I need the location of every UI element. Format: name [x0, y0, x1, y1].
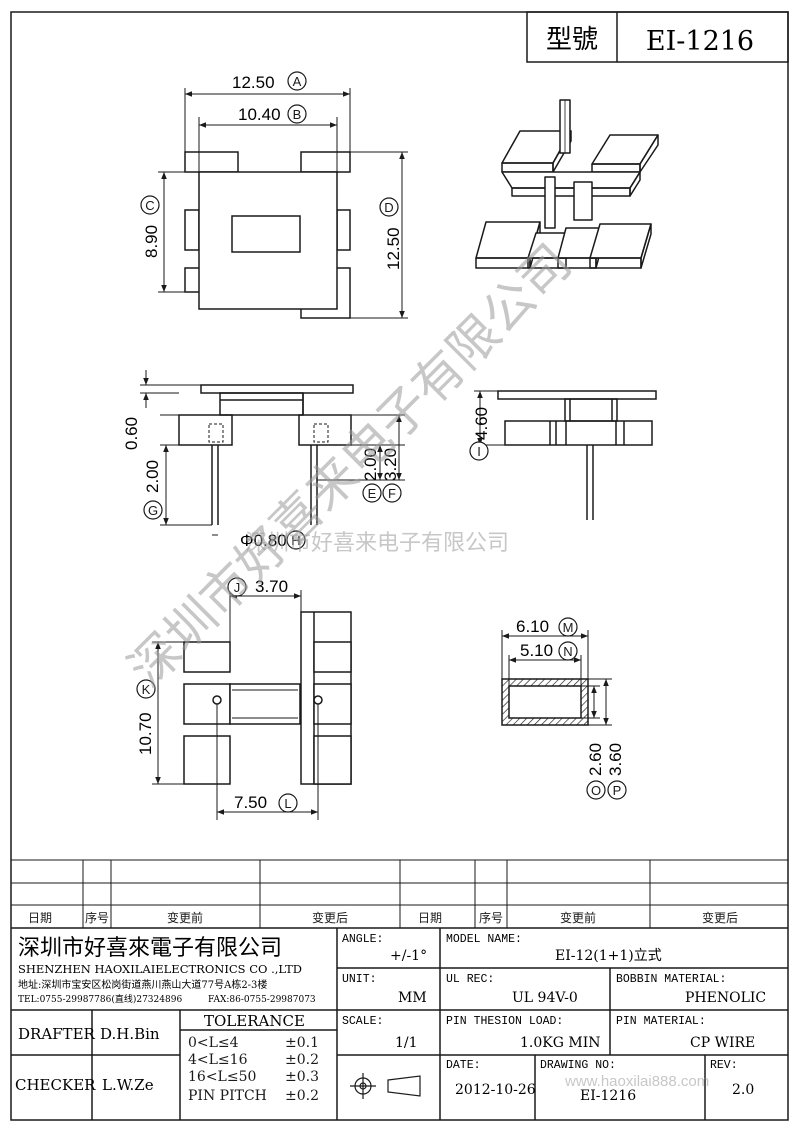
marker-g: G — [148, 503, 158, 518]
front-view — [140, 370, 405, 536]
dim-f-value: 3.20 — [381, 448, 400, 481]
marker-n: N — [563, 644, 572, 659]
drafter-value: D.H.Bin — [100, 1025, 160, 1043]
marker-d: D — [384, 200, 393, 215]
rev-value: 2.0 — [732, 1082, 754, 1098]
dim-d-value: 12.50 — [384, 227, 403, 270]
side-view — [474, 390, 657, 520]
pin-load-value: 1.0KG MIN — [520, 1035, 600, 1051]
marker-l: L — [284, 796, 291, 811]
marker-h: H — [291, 533, 300, 548]
angle-value: +/-1° — [390, 948, 427, 964]
callout-markers: A B C D E F G H I J K L M N O P — [136, 71, 627, 813]
rev-seq-header-right: 序号 — [479, 910, 503, 925]
rev-before-header-right: 变更前 — [560, 910, 596, 925]
dim-h-value: Φ0.80 — [240, 531, 287, 550]
bottom-view — [152, 590, 352, 820]
dim-c-value: 8.90 — [142, 225, 161, 258]
company-name-cn: 深圳市好喜來電子有限公司 — [18, 936, 282, 961]
marker-j: J — [234, 580, 241, 595]
dim-b-value: 10.40 — [238, 105, 281, 124]
dim-e-value: 2.00 — [361, 448, 380, 481]
dim-n-value: 5.10 — [520, 641, 553, 660]
marker-e: E — [368, 486, 377, 501]
ul-label: UL REC: — [446, 973, 494, 986]
projection-symbol-icon — [350, 1073, 421, 1099]
pin-load-label: PIN THESION LOAD: — [446, 1015, 563, 1028]
model-title-box: 型號 EI-1216 — [526, 11, 789, 63]
company-tel: TEL:0755-29987786(直线)27324896 — [18, 993, 182, 1005]
marker-p: P — [613, 783, 622, 798]
dim-i-value: 4.60 — [472, 407, 491, 440]
tolerance-range-3: 16<L≤50 — [188, 1069, 256, 1085]
isometric-view — [475, 99, 659, 269]
date-label: DATE: — [446, 1059, 481, 1072]
scale-label: SCALE: — [342, 1015, 383, 1028]
title-block-grid — [11, 928, 788, 1120]
rev-before-header-left: 变更前 — [167, 910, 203, 925]
dim-g-value: 2.00 — [143, 460, 162, 493]
model-name-value: EI-12(1+1)立式 — [555, 948, 662, 964]
dim-top-gap-value: 0.60 — [122, 417, 141, 450]
rev-date-header-left: 日期 — [28, 911, 52, 925]
tolerance-value-3: ±0.3 — [285, 1069, 319, 1085]
tolerance-range-1: 0<L≤4 — [188, 1035, 239, 1051]
marker-k: K — [142, 682, 151, 697]
top-view — [158, 88, 408, 319]
unit-label: UNIT: — [342, 973, 377, 986]
drafter-label: DRAFTER — [18, 1025, 96, 1043]
scale-value: 1/1 — [395, 1035, 418, 1051]
marker-c: C — [145, 198, 154, 213]
tolerance-value-2: ±0.2 — [285, 1052, 319, 1068]
checker-label: CHECKER — [15, 1076, 96, 1094]
ul-value: UL 94V-0 — [512, 990, 578, 1006]
marker-a: A — [293, 74, 302, 89]
marker-m: M — [563, 620, 574, 635]
drawing-no-value: EI-1216 — [580, 1088, 636, 1104]
tolerance-value-4: ±0.2 — [285, 1088, 319, 1104]
pin-material-value: CP WIRE — [690, 1035, 755, 1051]
angle-label: ANGLE: — [342, 933, 383, 946]
drawing-no-label: DRAWING NO: — [540, 1059, 616, 1072]
model-number: EI-1216 — [646, 26, 754, 57]
dim-a-value: 12.50 — [232, 73, 275, 92]
marker-i: I — [477, 444, 481, 459]
company-fax: FAX:86-0755-29987073 — [208, 995, 316, 1005]
bobbin-material-value: PHENOLIC — [685, 990, 766, 1006]
dim-k-value: 10.70 — [136, 712, 155, 755]
marker-f: F — [388, 486, 396, 501]
dim-j-value: 3.70 — [255, 577, 288, 596]
rev-after-header-left: 变更后 — [312, 910, 348, 925]
tolerance-range-4: PIN PITCH — [188, 1088, 267, 1104]
rev-label: REV: — [710, 1059, 738, 1072]
rev-date-header-right: 日期 — [418, 911, 442, 925]
tolerance-value-1: ±0.1 — [285, 1035, 319, 1051]
company-name-en: SHENZHEN HAOXILAIELECTRONICS CO .,LTD — [18, 962, 302, 976]
dim-m-value: 6.10 — [516, 617, 549, 636]
dim-l-value: 7.50 — [234, 793, 267, 812]
date-value: 2012-10-26 — [455, 1082, 536, 1098]
tolerance-range-2: 4<L≤16 — [188, 1052, 248, 1068]
unit-value: MM — [398, 990, 427, 1006]
model-label: 型號 — [546, 25, 598, 55]
revision-table — [11, 859, 788, 929]
rev-after-header-right: 变更后 — [702, 910, 738, 925]
section-view — [501, 630, 612, 726]
company-address: 地址:深圳市宝安区松岗街道燕川燕山大道77号A栋2-3楼 — [18, 978, 267, 991]
dim-o-value: 2.60 — [586, 743, 605, 776]
pin-material-label: PIN MATERIAL: — [616, 1015, 706, 1028]
checker-value: L.W.Ze — [102, 1076, 154, 1094]
tolerance-title: TOLERANCE — [204, 1012, 305, 1030]
marker-o: O — [591, 783, 601, 798]
bobbin-material-label: BOBBIN MATERIAL: — [616, 973, 726, 986]
model-name-label: MODEL NAME: — [446, 933, 522, 946]
dim-p-value: 3.60 — [606, 743, 625, 776]
sheet-border — [10, 11, 789, 1121]
marker-b: B — [293, 107, 302, 122]
watermark-footer: www.haoxilai888.com — [564, 1073, 709, 1090]
rev-seq-header-left: 序号 — [85, 910, 109, 925]
watermark-center: 深圳市好喜来电子有限公司 — [245, 530, 509, 555]
